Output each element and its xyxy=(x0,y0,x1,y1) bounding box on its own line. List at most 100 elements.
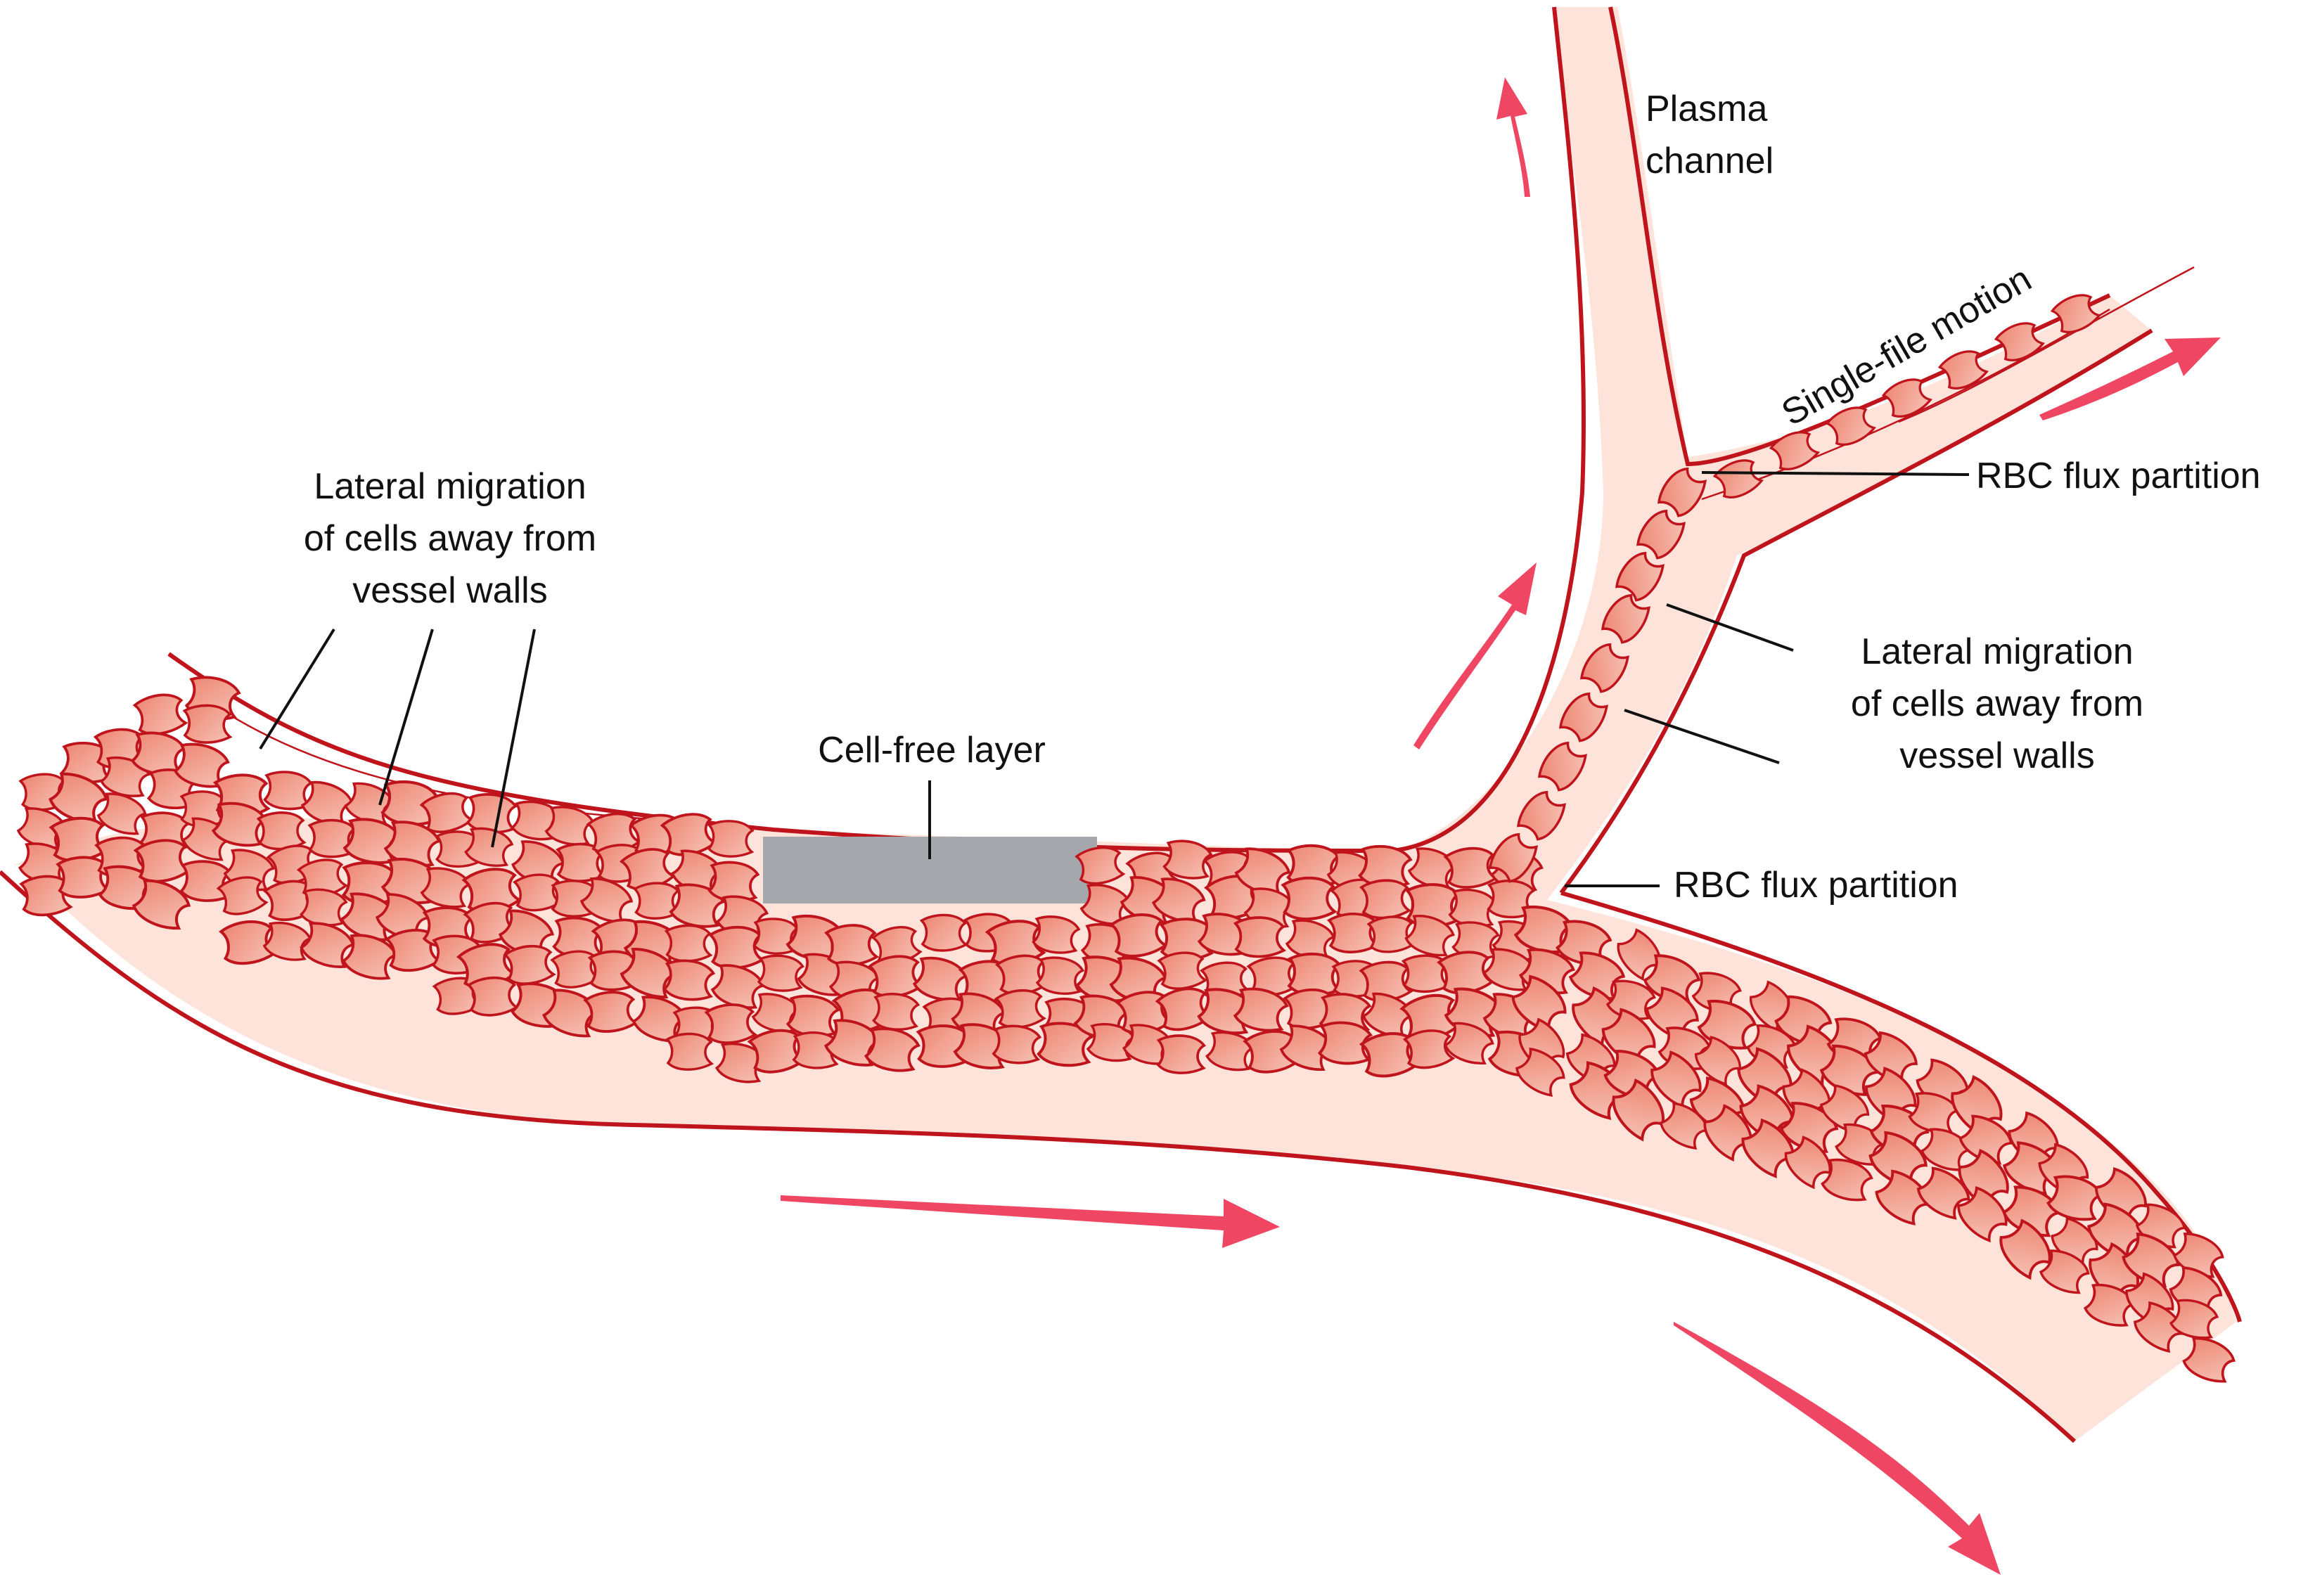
red-blood-cell-icon xyxy=(1821,1158,1873,1202)
upper-wall-main xyxy=(167,6,1586,854)
red-blood-cell-icon xyxy=(464,827,514,867)
red-blood-cell-icon xyxy=(182,704,233,744)
red-blood-cell-icon xyxy=(1233,987,1289,1032)
red-blood-cell-icon xyxy=(1075,847,1126,885)
red-blood-cell-icon xyxy=(1825,406,1877,446)
red-blood-cell-icon xyxy=(1881,378,1933,418)
red-blood-cell-icon xyxy=(1448,888,1498,927)
red-blood-cell-icon xyxy=(216,876,269,915)
red-blood-cell-icon xyxy=(503,944,556,985)
red-blood-cell-icon xyxy=(1517,790,1566,841)
red-blood-cell-icon xyxy=(1999,1218,2051,1280)
red-blood-cell-icon xyxy=(1358,844,1413,888)
red-blood-cell-icon xyxy=(792,1031,840,1069)
red-blood-cell-icon xyxy=(2002,1141,2060,1195)
red-blood-cell-icon xyxy=(1157,951,1208,990)
flow-arrow-icon xyxy=(1496,77,1530,197)
red-blood-cell-icon xyxy=(132,693,188,735)
red-blood-cell-icon xyxy=(300,922,355,968)
red-blood-cell-icon xyxy=(2046,1175,2103,1221)
red-blood-cell-icon xyxy=(664,924,713,963)
red-blood-cell-icon xyxy=(985,920,1046,966)
red-blood-cell-icon xyxy=(19,875,73,917)
red-blood-cell-icon xyxy=(1605,979,1656,1020)
red-blood-cell-icon xyxy=(1359,960,1413,1002)
red-blood-cell-icon xyxy=(1957,1186,2008,1243)
red-blood-cell-icon xyxy=(2122,1233,2180,1288)
red-blood-cell-icon xyxy=(341,934,398,980)
red-blood-cell-icon xyxy=(1233,916,1287,958)
red-blood-cell-icon xyxy=(1741,1118,1795,1178)
red-blood-cell-icon xyxy=(466,793,518,834)
red-blood-cell-icon xyxy=(1615,551,1665,602)
leader-line xyxy=(259,628,335,750)
red-blood-cell-icon xyxy=(1404,914,1455,957)
red-blood-cell-icon xyxy=(1712,459,1764,498)
red-blood-cell-icon xyxy=(420,867,472,908)
red-blood-cell-icon xyxy=(2002,1185,2061,1237)
flow-arrow-icon xyxy=(2039,337,2221,420)
red-blood-cell-icon xyxy=(1612,1078,1665,1142)
red-blood-cell-icon xyxy=(1580,643,1629,693)
red-blood-cell-icon xyxy=(1559,692,1608,742)
red-blood-cell-icon xyxy=(1444,1022,1494,1064)
red-blood-cell-icon xyxy=(1994,322,2046,361)
red-blood-cell-icon xyxy=(872,993,921,1031)
red-blood-cell-icon xyxy=(1937,350,1989,390)
red-blood-cell-icon xyxy=(1205,1031,1255,1071)
red-blood-cell-icon xyxy=(2169,1299,2219,1339)
red-blood-cell-icon xyxy=(1657,467,1707,517)
red-blood-cell-icon xyxy=(785,994,840,1038)
red-blood-cell-icon xyxy=(96,792,147,835)
red-blood-cell-icon xyxy=(1636,509,1686,560)
flow-arrow-icon xyxy=(1413,562,1537,749)
red-blood-cell-icon xyxy=(757,954,805,992)
red-blood-cell-icon xyxy=(1697,999,1757,1050)
branch-wall-right-of-plasma-channel xyxy=(1608,6,2111,467)
red-blood-cell-icon xyxy=(544,806,595,846)
red-blood-cell-icon xyxy=(704,1003,758,1044)
red-blood-cell-icon xyxy=(710,964,765,1009)
red-blood-cell-icon xyxy=(2182,1337,2236,1383)
red-blood-cell-icon xyxy=(714,1042,767,1083)
red-blood-cell-icon xyxy=(751,993,801,1033)
leader-line xyxy=(378,629,434,806)
vessel-lumen xyxy=(14,7,2236,1441)
vessel-inner-highlights xyxy=(210,266,2195,824)
leader-lines xyxy=(259,471,1970,887)
red-blood-cell-icon xyxy=(1703,1104,1753,1162)
leader-line xyxy=(1666,603,1794,652)
flow-arrow-icon xyxy=(1674,1322,2001,1575)
red-blood-cell-icon xyxy=(1402,1029,1456,1069)
red-blood-cell-icon xyxy=(823,1019,882,1067)
leader-line xyxy=(491,629,536,848)
flow-arrows xyxy=(781,77,2221,1575)
red-blood-cell-icon xyxy=(132,879,191,930)
red-blood-cell-icon xyxy=(1538,741,1587,792)
red-blood-cell-icon xyxy=(1162,839,1213,880)
red-blood-cell-icon xyxy=(707,861,760,903)
red-blood-cell-icon xyxy=(2083,1283,2136,1327)
red-blood-cell-icon xyxy=(2050,294,2102,333)
red-blood-cell-icon xyxy=(1032,915,1081,954)
red-blood-cell-icon xyxy=(994,989,1046,1029)
lower-right-wall xyxy=(1560,891,2242,1323)
red-blood-cell-icon xyxy=(620,948,679,999)
flow-arrow-icon xyxy=(781,1195,1280,1248)
red-blood-cell-icon xyxy=(1281,876,1338,921)
red-blood-cell-icon xyxy=(1769,431,1821,470)
red-blood-cell-icon xyxy=(1958,1114,2013,1165)
red-blood-cell-icon xyxy=(383,820,441,867)
leader-line xyxy=(1624,709,1780,764)
red-blood-cell-icon xyxy=(665,1032,714,1071)
red-blood-cell-icon xyxy=(992,1024,1042,1064)
red-blood-cell-icon xyxy=(871,926,923,965)
red-blood-cell-icon xyxy=(1359,879,1412,920)
red-blood-cell-icon xyxy=(296,858,349,898)
red-blood-cell-icon xyxy=(864,1027,921,1072)
single-file-lower-wall xyxy=(1559,328,2153,894)
red-blood-cell-icon xyxy=(2172,1233,2224,1278)
red-blood-cell-icon xyxy=(262,921,312,961)
red-blood-cell-icon xyxy=(2039,1249,2090,1294)
